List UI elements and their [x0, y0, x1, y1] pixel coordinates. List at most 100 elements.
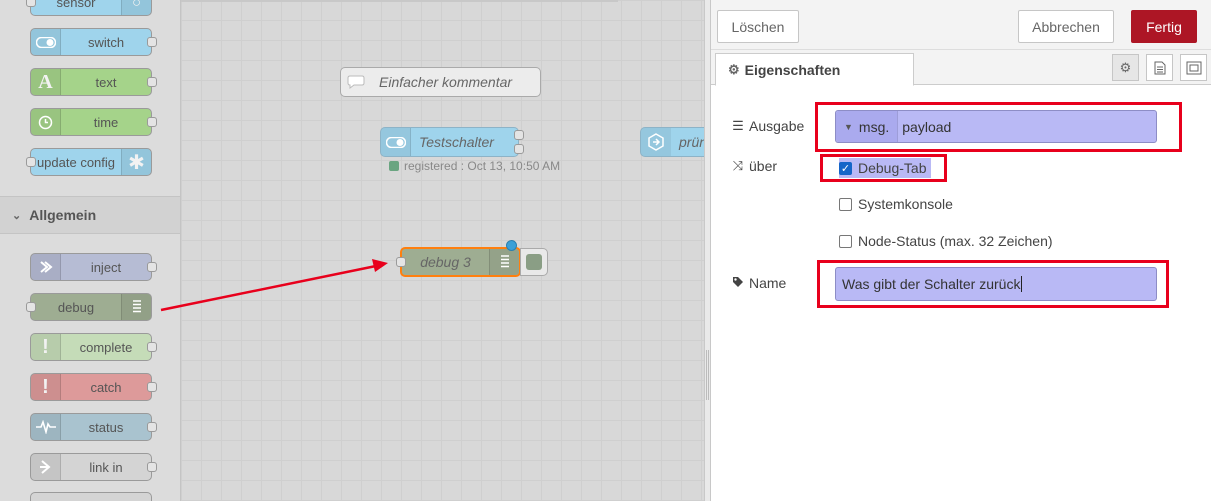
output-port[interactable] — [147, 37, 157, 47]
input-port[interactable] — [26, 0, 36, 7]
palette-node-label: inject — [90, 259, 122, 275]
cancel-button[interactable]: Abbrechen — [1018, 10, 1114, 43]
palette-node-sensor[interactable]: sensor ○ — [26, 0, 152, 16]
checkbox-icon[interactable] — [839, 234, 852, 248]
output-port[interactable] — [147, 117, 157, 127]
debug-node-debug-3[interactable]: debug 3 — [396, 240, 521, 277]
exclamation-icon: ! — [31, 334, 61, 360]
tray-toolbar: Löschen Abbrechen Fertig — [711, 0, 1211, 50]
palette-node-next[interactable] — [30, 492, 152, 501]
flow-workspace[interactable]: Einfacher kommentar Testschalter registe… — [181, 0, 704, 501]
comment-node-label: Einfacher kommentar — [379, 74, 513, 90]
inject-arrow-icon — [31, 254, 61, 280]
comment-node[interactable]: Einfacher kommentar — [340, 67, 541, 97]
name-label: Name — [731, 274, 786, 292]
palette-node-status[interactable]: status — [30, 413, 157, 441]
checkbox-node-status[interactable]: Node-Status (max. 32 Zeichen) — [839, 232, 1053, 250]
clock-icon — [31, 109, 61, 135]
link-arrow-icon — [31, 454, 61, 480]
checkbox-system-console[interactable]: Systemkonsole — [839, 195, 953, 213]
switch-node-testschalter[interactable]: Testschalter — [380, 127, 524, 157]
hexagon-icon — [641, 128, 671, 156]
debug-toggle-button[interactable] — [520, 248, 548, 276]
partial-node[interactable]: prün — [640, 127, 704, 157]
tab-label: Eigenschaften — [744, 61, 841, 78]
palette-node-label: sensor — [56, 0, 96, 10]
checkbox-debug-tab[interactable]: ✓ Debug-Tab — [839, 158, 931, 178]
output-port[interactable] — [147, 342, 157, 352]
settings-tab-button[interactable]: ⚙ — [1112, 54, 1139, 81]
gear-icon: ⚙ — [728, 61, 740, 77]
palette-node-label: time — [93, 114, 119, 130]
palette-node-inject[interactable]: inject — [30, 253, 157, 281]
output-port[interactable] — [147, 77, 157, 87]
output-port[interactable] — [514, 130, 524, 140]
panel-resize-handle[interactable] — [704, 0, 711, 501]
palette-node-text[interactable]: A text — [30, 68, 157, 96]
done-button[interactable]: Fertig — [1131, 10, 1197, 43]
list-icon: ☰ — [732, 118, 744, 133]
chevron-down-icon: ⌄ — [12, 209, 22, 222]
output-label: ☰ Ausgabe — [731, 117, 804, 135]
tray-tab-bar: ⚙ Eigenschaften ⚙ — [711, 50, 1211, 86]
palette-node-time[interactable]: time — [30, 108, 157, 136]
highlight-box-debug-tab — [820, 154, 947, 182]
gear-icon: ⚙ — [1119, 59, 1132, 75]
tab-properties[interactable]: ⚙ Eigenschaften — [715, 53, 914, 86]
name-input[interactable]: Was gibt der Schalter zurück — [835, 267, 1157, 301]
type-prefix: msg. — [858, 118, 890, 135]
palette-node-debug[interactable]: debug — [26, 293, 152, 321]
palette-node-complete[interactable]: ! complete — [30, 333, 157, 361]
output-label-text: Ausgabe — [749, 118, 805, 134]
output-port[interactable] — [147, 262, 157, 272]
status-dot-icon — [389, 161, 399, 171]
resize-grip-icon — [706, 350, 709, 400]
debug-list-icon — [489, 249, 519, 275]
via-label: ⤨ über — [731, 157, 777, 175]
caret-down-icon: ▼ — [844, 121, 853, 132]
input-port[interactable] — [396, 257, 406, 267]
debug-list-icon — [121, 294, 151, 320]
checkbox-icon[interactable] — [839, 197, 852, 211]
palette-node-link-in[interactable]: link in — [30, 453, 157, 481]
pulse-icon — [31, 414, 61, 440]
output-port[interactable] — [514, 144, 524, 154]
highlight-box-output — [815, 102, 1182, 152]
description-tab-button[interactable] — [1146, 54, 1173, 81]
palette-node-label: complete — [79, 339, 133, 355]
palette-node-catch[interactable]: ! catch — [30, 373, 157, 401]
frame-icon — [1186, 61, 1201, 74]
output-value: payload — [902, 118, 952, 135]
highlight-box-name — [817, 260, 1169, 308]
palette-node-switch[interactable]: switch — [30, 28, 157, 56]
via-label-text: über — [749, 158, 778, 174]
palette-node-label: catch — [90, 379, 122, 395]
output-port[interactable] — [147, 462, 157, 472]
output-port[interactable] — [147, 382, 157, 392]
input-port[interactable] — [26, 157, 36, 167]
delete-button[interactable]: Löschen — [717, 10, 799, 43]
text-icon: A — [31, 69, 61, 95]
asterisk-icon: ✱ — [121, 149, 151, 175]
palette-node-update-config[interactable]: update config ✱ — [26, 148, 152, 176]
changed-indicator-dot — [506, 240, 517, 251]
type-selector[interactable]: ▼ msg. — [836, 111, 899, 142]
checkbox-label: Systemkonsole — [858, 196, 953, 212]
node-edit-tray: Löschen Abbrechen Fertig ⚙ Eigenschaften… — [711, 0, 1211, 501]
palette-node-label: link in — [89, 459, 123, 475]
toggle-square-icon — [526, 254, 542, 270]
appearance-tab-button[interactable] — [1180, 54, 1207, 81]
comment-icon — [341, 68, 371, 96]
palette-node-label: status — [88, 419, 124, 435]
palette-node-label: debug — [57, 299, 95, 315]
name-input-value: Was gibt der Schalter zurück — [842, 276, 1021, 292]
checkbox-checked-icon[interactable]: ✓ — [839, 161, 852, 175]
category-label: Allgemein — [29, 207, 97, 223]
input-port[interactable] — [26, 302, 36, 312]
palette-node-label: text — [95, 74, 117, 90]
palette-node-label: update config — [36, 154, 116, 170]
text-cursor — [1021, 276, 1023, 292]
output-port[interactable] — [147, 422, 157, 432]
category-header-allgemein[interactable]: ⌄ Allgemein — [0, 196, 180, 234]
output-typed-input[interactable]: ▼ msg. payload — [835, 110, 1157, 143]
